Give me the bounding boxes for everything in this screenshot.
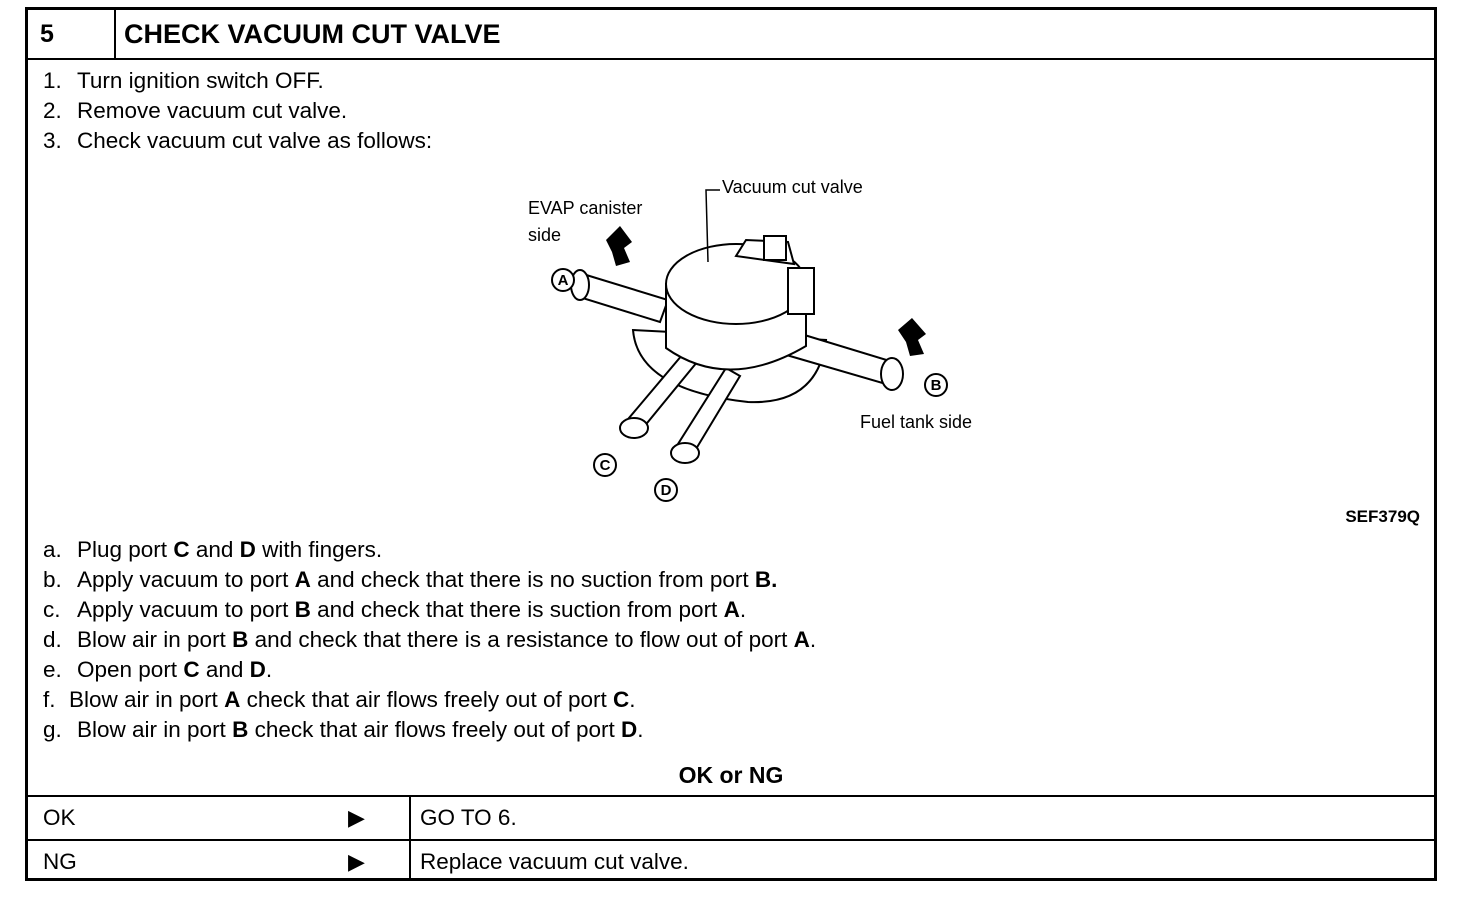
step-text: Remove vacuum cut valve. — [77, 98, 348, 123]
port-b-end — [880, 357, 904, 391]
port-c-end — [619, 417, 649, 439]
step-text: Turn ignition switch OFF. — [77, 68, 324, 93]
pipe-a — [574, 272, 670, 324]
step-text: Check vacuum cut valve as follows: — [77, 128, 433, 153]
port-c-label: C — [600, 457, 611, 474]
port-d-end — [670, 442, 700, 464]
valve-bracket — [787, 267, 815, 315]
flow-arrow-a — [606, 226, 632, 266]
result-row-ng: NG ▶ Replace vacuum cut valve. — [28, 839, 1434, 881]
port-c-marker — [593, 453, 617, 477]
step-item: 1. Turn ignition switch OFF. — [43, 68, 324, 94]
result-action: GO TO 6. — [420, 805, 517, 830]
substep-item: g.Blow air in port B check that air flow… — [43, 717, 644, 742]
substep-index: g. — [43, 717, 62, 742]
port-b-label: B — [931, 377, 942, 394]
connector-tab — [763, 235, 787, 261]
result-row-ok: OK ▶ GO TO 6. — [28, 795, 1434, 839]
substep-item: f.Blow air in port A check that air flow… — [43, 687, 636, 712]
port-a-marker — [551, 268, 575, 292]
substep-index: f. — [43, 687, 56, 712]
arrow-right-icon: ▶ — [348, 849, 365, 874]
result-heading: OK or NG — [678, 762, 784, 788]
figure-code: SEF379Q — [1345, 507, 1420, 526]
step-title: CHECK VACUUM CUT VALVE — [124, 19, 501, 49]
step-item: 3. Check vacuum cut valve as follows: — [43, 128, 432, 154]
fuel-tank-side-label: Fuel tank side — [860, 412, 972, 432]
substep-item: e.Open port C and D. — [43, 657, 273, 682]
flow-arrow-b — [898, 318, 926, 356]
evap-side-label: side — [528, 225, 561, 245]
procedure-table: 5 CHECK VACUUM CUT VALVE 1. Turn ignition… — [25, 7, 1437, 881]
step-item: 2. Remove vacuum cut valve. — [43, 98, 347, 124]
vacuum-cut-valve-diagram: A B C D Vacuum cut valve EVAP canister s… — [528, 177, 972, 502]
header-row: 5 CHECK VACUUM CUT VALVE — [28, 10, 1434, 60]
leader-line — [705, 189, 720, 263]
substep-index: c. — [43, 597, 61, 622]
substep-index: b. — [43, 567, 62, 592]
step-number: 5 — [28, 10, 116, 58]
substep-index: e. — [43, 657, 62, 682]
port-b-marker — [924, 373, 948, 397]
substep-item: c.Apply vacuum to port B and check that … — [43, 597, 747, 622]
result-action: Replace vacuum cut valve. — [420, 849, 689, 874]
result-key: NG — [43, 849, 77, 874]
step-index: 1. — [43, 68, 62, 93]
result-key: OK — [43, 805, 76, 830]
step-index: 2. — [43, 98, 62, 123]
vacuum-cut-valve-label: Vacuum cut valve — [722, 177, 863, 197]
substep-index: a. — [43, 537, 62, 562]
substep-index: d. — [43, 627, 62, 652]
evap-canister-label: EVAP canister — [528, 198, 642, 218]
substep-item: d.Blow air in port B and check that ther… — [43, 627, 817, 652]
step-index: 3. — [43, 128, 62, 153]
port-a-label: A — [558, 272, 569, 289]
port-d-marker — [654, 478, 678, 502]
substep-item: b.Apply vacuum to port A and check that … — [43, 567, 778, 592]
port-d-label: D — [661, 482, 672, 499]
substep-item: a.Plug port C and D with fingers. — [43, 537, 383, 562]
arrow-right-icon: ▶ — [348, 805, 365, 830]
column-divider — [409, 841, 411, 881]
column-divider — [409, 797, 411, 839]
